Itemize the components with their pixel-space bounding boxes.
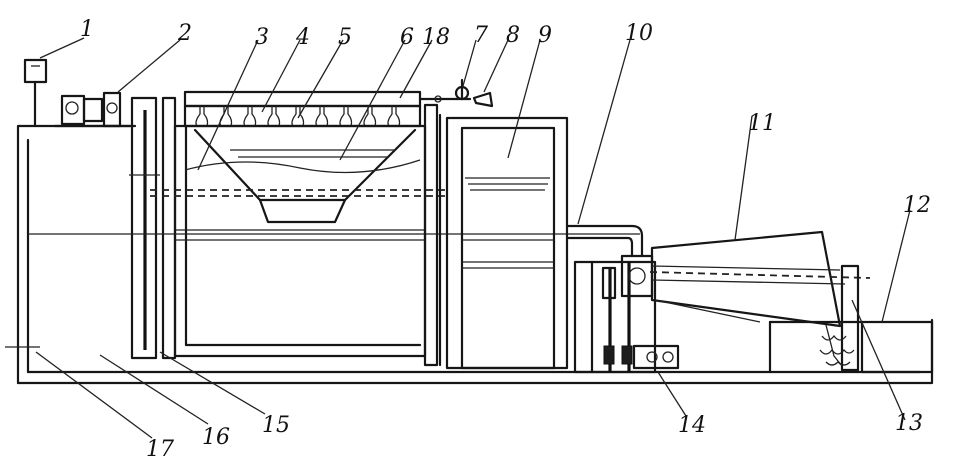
drive-columns [129,96,177,360]
main-tank [28,124,640,358]
label-8: 8 [506,23,520,48]
valve [434,78,494,108]
tank-12 [768,320,934,374]
label-18: 18 [422,25,450,50]
outlet-column-13 [819,264,860,372]
label-17: 17 [146,437,174,462]
label-5: 5 [338,25,352,50]
label-12: 12 [903,193,931,218]
spray-nozzle-icon [315,106,329,127]
spray-nozzle-icon [291,106,305,127]
spray-distributor [183,90,472,128]
label-9: 9 [538,23,552,48]
spray-nozzle-icon [339,106,353,127]
pipe-10 [565,224,644,258]
drive-frame-14 [573,254,680,374]
spray-nozzle-icon [387,106,401,127]
spray-nozzle-icon [243,106,257,127]
conical-screen-11 [649,230,871,328]
spray-nozzle-icon [363,106,377,127]
spray-nozzle-icon [195,106,209,127]
tank-9 [445,116,569,370]
label-10: 10 [625,21,653,46]
label-14: 14 [678,413,706,438]
label-2: 2 [177,21,192,46]
control-box [23,58,48,128]
leader-lines [35,37,911,439]
label-13: 13 [895,411,923,436]
label-4: 4 [295,25,310,50]
label-6: 6 [400,25,414,50]
label-15: 15 [262,413,290,438]
spray-nozzle-icon [267,106,281,127]
label-3: 3 [255,25,269,50]
labels: 1 2 3 4 5 6 18 7 8 9 10 11 12 13 14 15 1… [80,17,931,462]
tank-posts [423,103,442,367]
label-16: 16 [202,425,230,450]
drive-motor [53,91,137,128]
label-11: 11 [748,111,776,136]
label-1: 1 [80,17,94,42]
label-7: 7 [474,23,488,48]
